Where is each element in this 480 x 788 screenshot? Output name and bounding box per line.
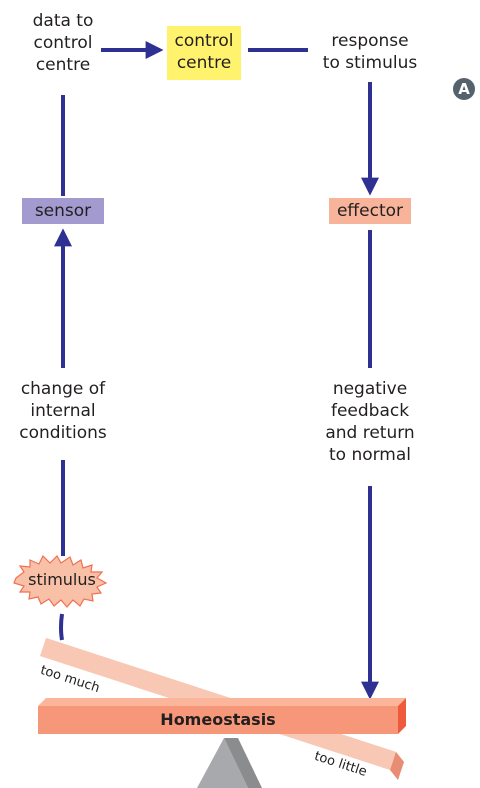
label-negative-feedback: negative feedback and return to normal (325, 379, 415, 465)
homeostasis-bar (38, 698, 406, 734)
connector-plank-to-stimulus (59, 613, 64, 641)
effector-label: effector (336, 201, 404, 221)
control-centre-label: control centre (174, 31, 234, 73)
sensor-box (22, 198, 104, 224)
sensor-label: sensor (34, 201, 92, 221)
effector-box (329, 198, 411, 224)
homeostasis-label: Homeostasis (160, 710, 276, 729)
stimulus-label: stimulus (28, 570, 96, 589)
panel-badge: A (453, 78, 475, 100)
label-change-of-internal-conditions: change of internal conditions (19, 379, 107, 443)
control-centre-box (167, 26, 241, 80)
label-data-to-control-centre: data to control centre (32, 11, 94, 75)
fulcrum (197, 738, 248, 788)
label-response-to-stimulus: response to stimulus (322, 31, 418, 73)
stimulus-starburst (13, 554, 108, 608)
